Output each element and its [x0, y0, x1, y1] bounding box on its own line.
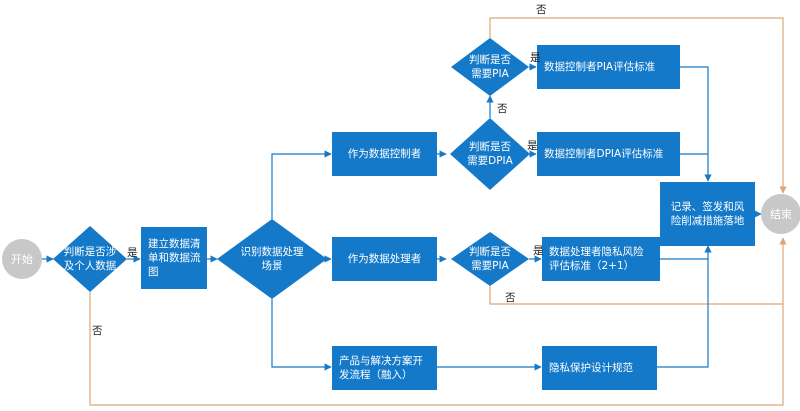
- decision-controller-pia-shape: [451, 38, 529, 96]
- edge-label-no-personal-data: 否: [92, 325, 103, 337]
- decision-scene-shape: [217, 219, 327, 299]
- no-path-controller-pia: [489, 17, 787, 194]
- edge-label-yes-inventory: 是: [127, 247, 138, 259]
- process-product-dev: 产品与解决方案开发流程（融入）: [332, 346, 437, 390]
- decision-personal-data: 判断是否涉 及个人数据: [63, 246, 117, 272]
- process-product-dev-label: 产品与解决方案开发流程（融入）: [339, 355, 423, 381]
- decision-processor-pia-shape: [451, 232, 529, 286]
- process-record-label: 记录、签发和风险削减措施落地: [670, 201, 745, 227]
- start-node: 开始: [2, 239, 42, 279]
- decision-scene: 识别数据处理 场景: [240, 246, 304, 272]
- no-path-personal-data: [89, 237, 787, 406]
- edge-label-no-controller-pia: 否: [536, 4, 547, 16]
- process-processor-std-label: 数据处理者隐私风险评估标准（2+1）: [549, 246, 644, 272]
- arrow-processor-std-to-record: [660, 245, 712, 260]
- arrow-privacy-to-record: [657, 259, 709, 368]
- decision-controller-dpia: 判断是否 需要DPIA: [467, 141, 513, 167]
- process-privacy-design-label: 隐私保护设计规范: [549, 362, 633, 374]
- arrow-dpia-std-to-record: [680, 154, 708, 181]
- process-controller-dpia-std: 数据控制者DPIA评估标准: [537, 132, 680, 176]
- edge-label-no-processor-pia: 否: [505, 292, 516, 304]
- edge-label-yes-dpia: 是: [527, 140, 538, 152]
- process-controller-pia-std-label: 数据控制者PIA评估标准: [544, 61, 656, 73]
- start-label: 开始: [11, 253, 33, 266]
- process-record: 记录、签发和风险削减措施落地: [660, 182, 755, 246]
- edge-label-yes-controller-pia: 是: [530, 52, 541, 64]
- edge-label-yes-processor-pia: 是: [533, 245, 544, 257]
- end-node: 结束: [761, 194, 800, 234]
- process-processor-std: 数据处理者隐私风险评估标准（2+1）: [542, 237, 660, 281]
- process-as-controller-label: 作为数据控制者: [347, 148, 422, 160]
- decision-processor-pia: 判断是否 需要PIA: [469, 246, 511, 272]
- arrow-scene-to-product: [271, 299, 332, 371]
- process-controller-pia-std: 数据控制者PIA评估标准: [537, 45, 680, 89]
- decision-controller-dpia-shape: [450, 118, 530, 190]
- end-label: 结束: [770, 208, 792, 221]
- edge-label-no-dpia-to-pia: 否: [497, 103, 508, 115]
- process-inventory-label: 建立数据清单和数据流图: [148, 238, 201, 278]
- arrow-scene-to-controller: [271, 150, 332, 219]
- process-inventory: 建立数据清单和数据流图: [141, 227, 207, 289]
- decision-personal-data-shape: [53, 226, 127, 292]
- process-privacy-design: 隐私保护设计规范: [542, 346, 657, 390]
- process-as-processor-label: 作为数据处理者: [347, 253, 422, 265]
- decision-controller-pia: 判断是否 需要PIA: [469, 54, 511, 80]
- process-as-processor: 作为数据处理者: [332, 237, 437, 281]
- process-controller-dpia-std-label: 数据控制者DPIA评估标准: [544, 148, 664, 160]
- process-as-controller: 作为数据控制者: [332, 132, 437, 176]
- arrow-pia-std-to-record: [680, 66, 712, 182]
- no-path-processor-pia: [489, 286, 783, 305]
